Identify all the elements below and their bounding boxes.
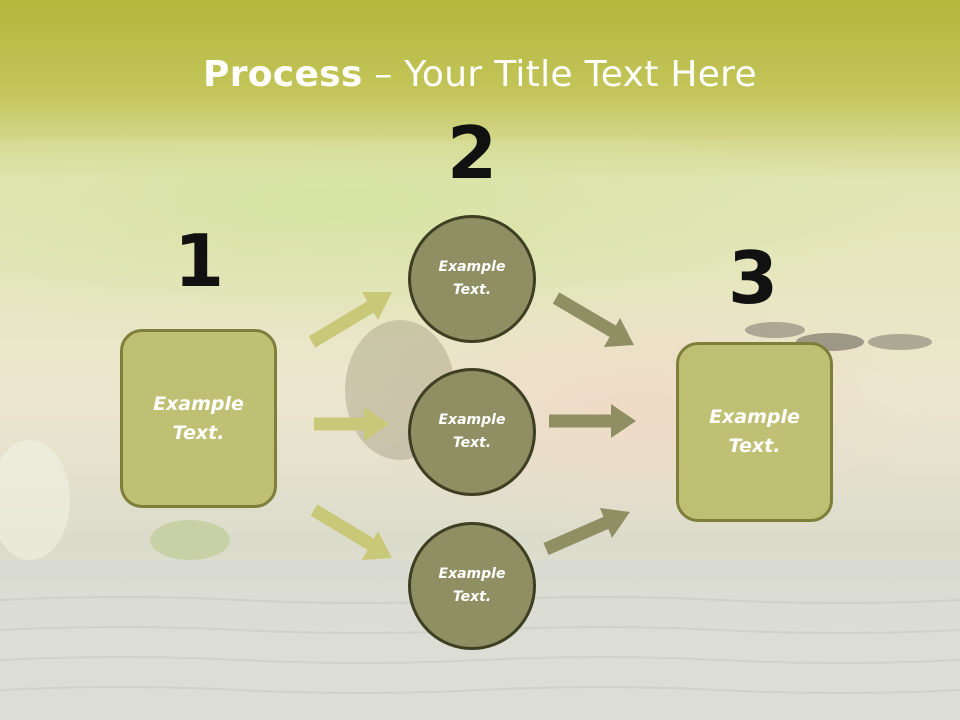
arrow-top-to-right (552, 292, 634, 347)
circle-step-bottom-label: Example Text. (438, 566, 506, 605)
circle-step-bottom[interactable]: Example Text. (408, 522, 536, 650)
left-step-label: Example Text. (153, 392, 244, 444)
circle-step-middle-label: Example Text. (438, 412, 506, 451)
circle-step-top[interactable]: Example Text. (408, 215, 536, 343)
arrow-bottom-to-right (543, 508, 630, 555)
step-number-2: 2 (446, 111, 498, 195)
step-number-3: 3 (727, 236, 779, 320)
arrow-left-to-bottom (310, 504, 392, 560)
slide-title-dash: – (362, 54, 405, 95)
right-step-label: Example Text. (709, 406, 800, 457)
arrow-left-to-middle (314, 407, 389, 441)
slide-title-rest: Your Title Text Here (404, 54, 757, 95)
slide-title: Process – Your Title Text Here (0, 52, 960, 98)
circle-step-middle[interactable]: Example Text. (408, 368, 536, 496)
slide-title-bold: Process (203, 54, 363, 95)
circle-step-top-label: Example Text. (438, 259, 506, 298)
right-step-box[interactable]: Example Text. (676, 342, 833, 522)
left-step-box[interactable]: Example Text. (120, 329, 277, 508)
arrow-middle-to-right (549, 404, 636, 438)
step-number-1: 1 (173, 219, 225, 303)
arrow-left-to-top (308, 292, 392, 348)
